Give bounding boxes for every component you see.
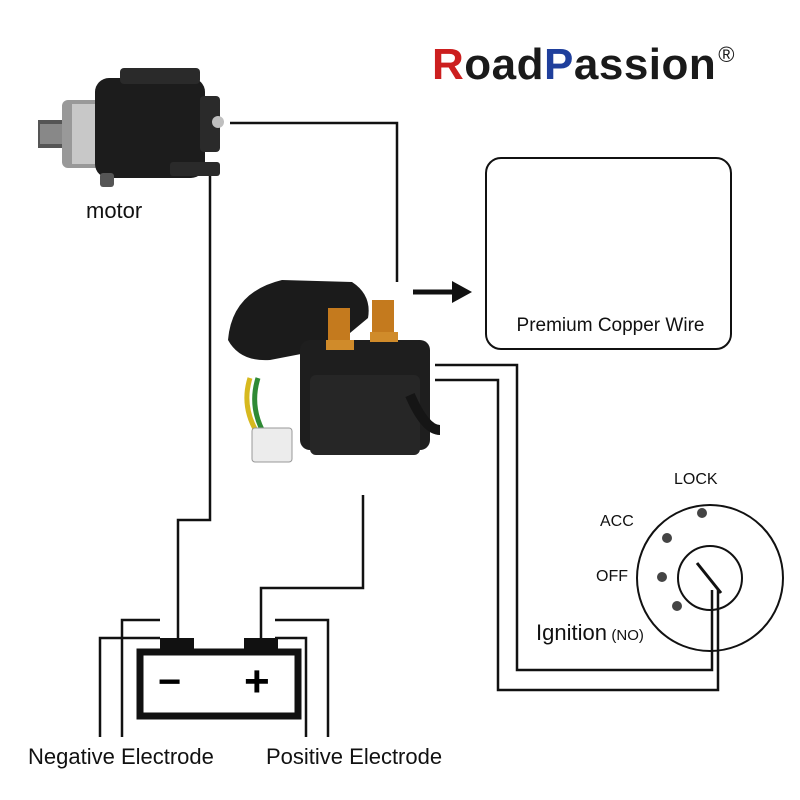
- lock-label: LOCK: [674, 471, 718, 488]
- battery-minus-sign: −: [158, 660, 182, 704]
- wires: [98, 121, 720, 737]
- brand-logo: RoadPassion®: [432, 40, 735, 89]
- positive-electrode-label: Positive Electrode: [266, 744, 443, 769]
- wire-relay-to-ignition-2: [435, 378, 720, 692]
- wire-positive-inner: [275, 618, 330, 737]
- negative-electrode-label: Negative Electrode: [28, 744, 214, 769]
- ignition-text: Ignition: [536, 620, 607, 645]
- battery-plus-sign: +: [244, 657, 270, 706]
- starter-motor-icon: [38, 68, 224, 187]
- copper-wire-panel: Premium Copper Wire: [485, 157, 732, 350]
- arrow-right-icon: [413, 281, 472, 303]
- ignition-no-text: (NO): [611, 627, 644, 644]
- off-label: OFF: [596, 568, 628, 585]
- battery-icon: [136, 638, 302, 720]
- copper-wire-label: Premium Copper Wire: [516, 315, 705, 336]
- acc-label: ACC: [600, 513, 634, 530]
- wire-motor-to-negative: [176, 165, 212, 638]
- wire-positive-outer: [275, 636, 308, 737]
- motor-label: motor: [86, 198, 143, 223]
- ignition-label: Ignition (NO): [536, 620, 644, 646]
- relay-solenoid-icon: [228, 280, 441, 463]
- wire-relay-to-positive: [259, 495, 365, 638]
- wire-negative-inner: [120, 618, 160, 737]
- wire-negative-outer: [98, 636, 160, 737]
- ignition-switch-icon: [636, 504, 784, 652]
- wire-motor-to-relay: [230, 121, 399, 282]
- wire-relay-to-ignition-1: [435, 363, 714, 672]
